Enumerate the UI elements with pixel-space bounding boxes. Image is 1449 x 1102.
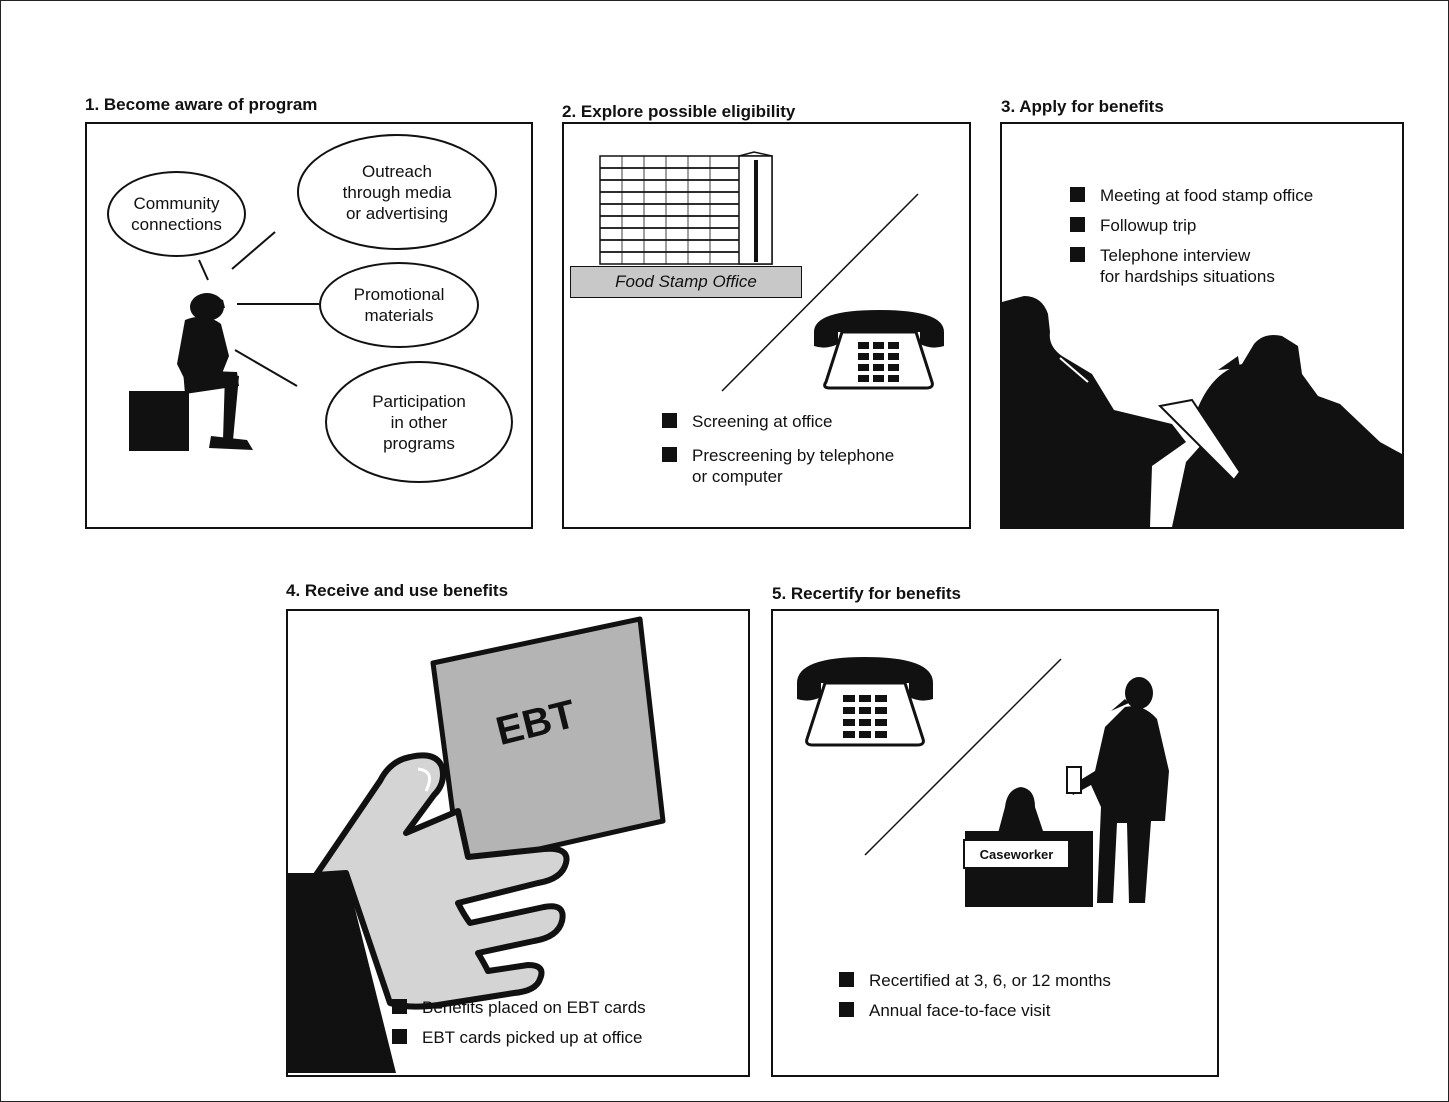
step-4-bullet-list: Benefits placed on EBT cards EBT cards p…	[392, 997, 646, 1048]
telephone-icon	[814, 310, 944, 390]
step-5-panel: Caseworker Recertified at 3, 6, or 12 mo…	[771, 609, 1219, 1077]
bullet-screening-at-office: Screening at office	[662, 411, 894, 432]
bullet-meeting-at-office: Meeting at food stamp office	[1070, 185, 1313, 206]
step-5-bullet-list: Recertified at 3, 6, or 12 months Annual…	[839, 970, 1111, 1021]
two-people-meeting-icon	[1002, 296, 1402, 527]
bubble-outreach-media: Outreach through media or advertising	[297, 134, 497, 250]
step-4-panel: EBT Benefits placed on EBT cards EBT car…	[286, 609, 750, 1077]
bullet-benefits-on-ebt: Benefits placed on EBT cards	[392, 997, 646, 1018]
bullet-prescreening: Prescreening by telephone or computer	[662, 445, 894, 487]
step-4-title: 4. Receive and use benefits	[286, 581, 509, 600]
step-2-art	[599, 151, 944, 392]
bubble-other-programs: Participation in other programs	[325, 361, 513, 483]
bullet-cards-picked-up: EBT cards picked up at office	[392, 1027, 646, 1048]
step-2-bullet-list: Screening at office Prescreening by tele…	[662, 411, 894, 487]
step-3-title: 3. Apply for benefits	[1001, 97, 1164, 116]
office-label: Food Stamp Office	[570, 266, 802, 298]
step-3-panel: Meeting at food stamp office Followup tr…	[1000, 122, 1404, 529]
bullet-annual-visit: Annual face-to-face visit	[839, 1000, 1111, 1021]
step-1-title: 1. Become aware of program	[85, 95, 318, 114]
bubble-community-connections: Community connections	[107, 171, 246, 257]
office-building-icon	[599, 151, 773, 265]
thinking-person-icon	[129, 231, 319, 451]
step-2-panel: Food Stamp Office Screening at office Pr…	[562, 122, 971, 529]
step-2-title: 2. Explore possible eligibility	[562, 102, 796, 121]
step-5-title: 5. Recertify for benefits	[772, 584, 961, 603]
hand-holding-card-icon	[288, 616, 666, 1073]
bubble-promotional-materials: Promotional materials	[319, 262, 479, 348]
step-5-art	[797, 657, 1169, 907]
bullet-telephone-interview: Telephone interview for hardships situat…	[1070, 245, 1313, 287]
step-3-bullet-list: Meeting at food stamp office Followup tr…	[1070, 185, 1313, 287]
bullet-recertified-months: Recertified at 3, 6, or 12 months	[839, 970, 1111, 991]
telephone-icon	[797, 657, 933, 747]
step-1-panel: Community connections Outreach through m…	[85, 122, 533, 529]
caseworker-label: Caseworker	[963, 839, 1070, 869]
bullet-followup-trip: Followup trip	[1070, 215, 1313, 236]
